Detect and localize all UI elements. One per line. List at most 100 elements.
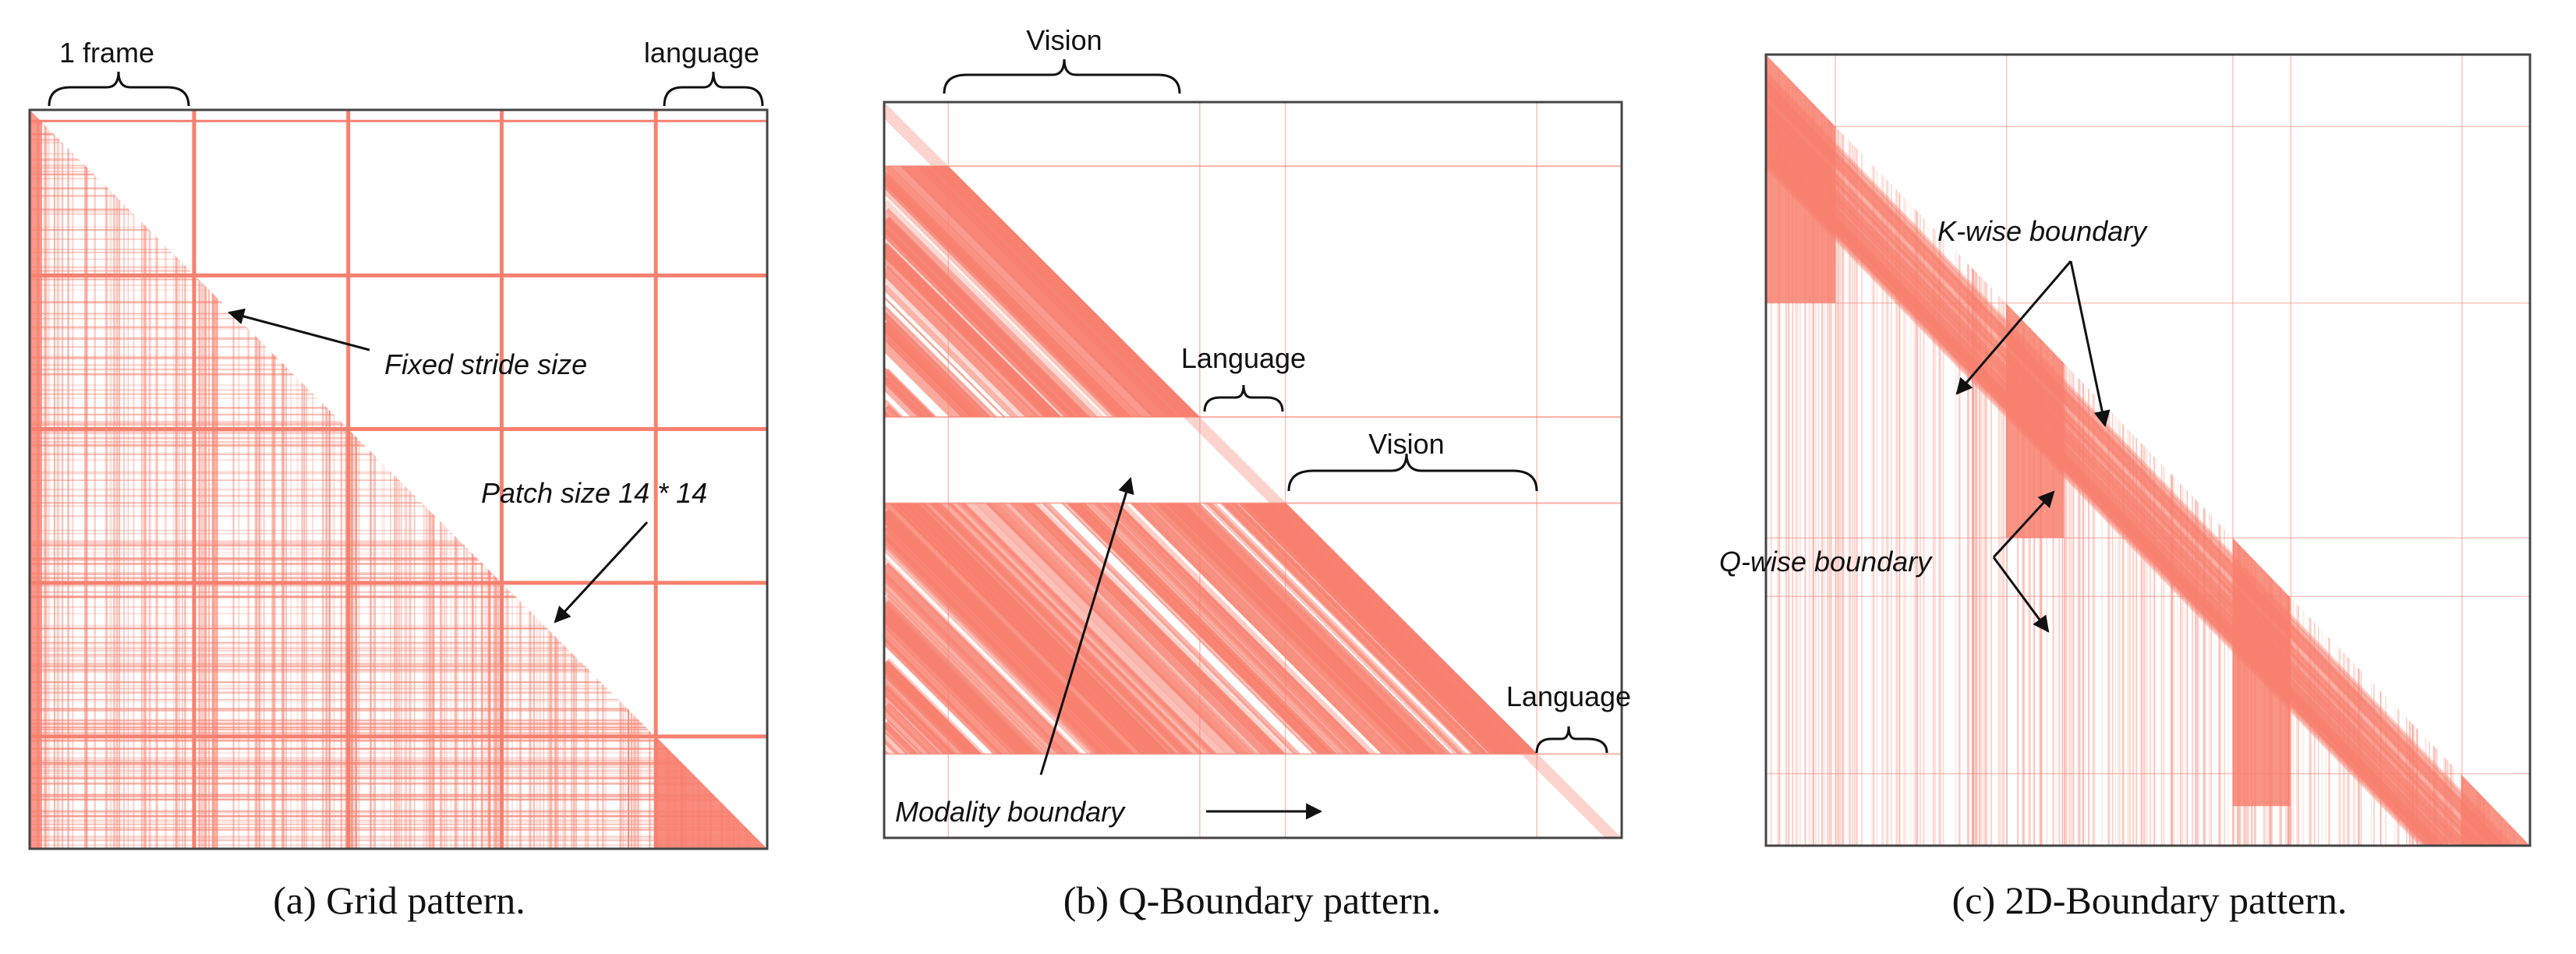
label-vision-1: Vision <box>1026 24 1102 56</box>
diagonal-stripe <box>1766 149 2440 846</box>
sink-column <box>30 110 42 849</box>
diagonal-stripe <box>884 503 1307 754</box>
diagonal-stripe <box>1766 123 2464 846</box>
diagonal-stripe <box>884 693 1029 754</box>
brace-vision-2 <box>1287 453 1538 492</box>
diagonal-stripe <box>884 503 1452 754</box>
diagonal-stripe <box>884 503 1560 754</box>
arrow-q-wise-2 <box>1992 556 2050 633</box>
diagonal-stripe <box>1766 111 2476 846</box>
diagonal-stripe <box>884 503 1484 754</box>
diagonal-stripe <box>1766 123 2464 846</box>
diagonal-stripe <box>884 182 1542 418</box>
diagonal-stripe <box>1766 152 2436 846</box>
diagonal-stripe <box>884 587 1135 754</box>
diagonal-stripe <box>884 166 1559 418</box>
label-patch-size: Patch size 14 * 14 <box>481 477 707 509</box>
arrow-modality-up <box>1039 476 1134 776</box>
diagonal-stripe <box>1766 111 2475 846</box>
diagonal-stripe <box>884 245 1478 418</box>
diagonal-stripe <box>884 323 1399 418</box>
diagonal-band <box>884 166 1622 418</box>
diagonal-stripe <box>884 731 991 754</box>
diagonal-stripe <box>1766 85 2501 846</box>
diagonal-stripe <box>1766 89 2497 846</box>
diagonal-stripe <box>884 503 1420 754</box>
diagonal-stripe <box>1766 153 2435 846</box>
panel-q-boundary-pattern: Vision Language Vision Language Modality… <box>883 24 1631 922</box>
diagonal-stripe <box>884 503 1399 754</box>
diagonal-stripe <box>1766 122 2465 846</box>
diagonal-stripe <box>1766 132 2455 846</box>
diagonal-stripe <box>884 534 1189 754</box>
diagonal-stripe <box>1766 143 2444 846</box>
diagonal-stripe <box>884 503 1336 754</box>
label-fixed-stride-size: Fixed stride size <box>384 348 587 380</box>
diagonal-stripe <box>1766 143 2445 846</box>
diagonal-stripe <box>884 706 1016 754</box>
diagonal-stripe <box>884 675 1048 754</box>
diagonal-stripe <box>884 503 1435 754</box>
diagonal-stripe <box>884 620 1102 754</box>
diagonal-stripe <box>884 503 1570 754</box>
diagonal-stripe <box>1766 84 2502 846</box>
diagonal-stripe <box>884 320 1403 418</box>
diagonal-stripe <box>884 503 1325 754</box>
diagonal-stripe <box>884 503 1344 754</box>
diagonal-stripe <box>1766 155 2433 846</box>
diagonal-stripe <box>884 503 1355 754</box>
diagonal-stripe <box>884 503 1516 754</box>
brace-language <box>663 71 764 107</box>
diagonal-stripe <box>884 535 1188 754</box>
diagonal-stripe <box>884 265 1458 418</box>
diagonal-stripe <box>1766 162 2426 846</box>
diagonal-stripe <box>1766 136 2451 846</box>
diagonal-stripe <box>884 503 1470 754</box>
panel-2d-boundary-pattern: K-wise boundary Q-wise boundary (c) 2D-B… <box>1719 53 2532 922</box>
diagonal-stripe <box>884 684 1039 754</box>
label-language: language <box>644 37 759 69</box>
brace-language-2 <box>1535 726 1608 754</box>
language-triangle <box>656 736 767 849</box>
diagonal-stripe <box>1766 159 2429 846</box>
brace-1-frame <box>48 71 190 107</box>
diagonal-stripe <box>884 722 1000 754</box>
diagonal-stripe <box>884 503 1419 754</box>
diagonal-stripe <box>1766 118 2469 846</box>
diagonal-stripe <box>1766 150 2437 846</box>
diagonal-stripe <box>1766 152 2436 846</box>
caption-c: (c) 2D-Boundary pattern. <box>1952 878 2348 922</box>
lower-triangle-attention <box>884 102 1622 838</box>
diagonal-stripe <box>884 503 1384 754</box>
diagonal-stripe <box>1766 108 2479 846</box>
diagonal-stripe <box>884 503 1251 754</box>
diagonal-stripe <box>1766 161 2427 846</box>
diagonal-stripe <box>884 503 1235 754</box>
diagonal-stripe <box>884 503 1431 754</box>
diagonal-stripe <box>1766 92 2493 846</box>
diagonal-stripe <box>884 503 1330 754</box>
diagonal-stripe <box>884 503 1478 754</box>
diagonal-stripe <box>884 284 1439 418</box>
diagonal-stripe <box>884 525 1198 754</box>
caption-a: (a) Grid pattern. <box>273 878 525 922</box>
diagonal-stripe <box>1766 104 2483 846</box>
heatmap-frame <box>1764 53 2532 847</box>
diagonal-stripe <box>884 503 1286 754</box>
arrow-q-wise-1 <box>1992 490 2055 559</box>
2d-boundary-attention-map <box>1766 55 2530 846</box>
diagonal-stripe <box>884 562 1161 754</box>
label-k-wise-boundary: K-wise boundary <box>1937 215 2148 247</box>
diagonal-stripe <box>1766 104 2483 846</box>
diagonal-stripe <box>884 296 1427 418</box>
diagonal-stripe <box>1766 153 2436 846</box>
diagonal-stripe <box>884 304 1419 418</box>
diagonal-stripe <box>884 503 1252 754</box>
diagonal-stripe <box>884 511 1212 754</box>
diagonal-stripe <box>884 503 1297 754</box>
diagonal-stripe <box>884 503 1544 754</box>
diagonal-stripe <box>884 503 1321 754</box>
diagonal-stripe <box>884 503 1413 754</box>
diagonal-stripe <box>1766 83 2502 846</box>
diagonal-stripe <box>884 503 1224 754</box>
